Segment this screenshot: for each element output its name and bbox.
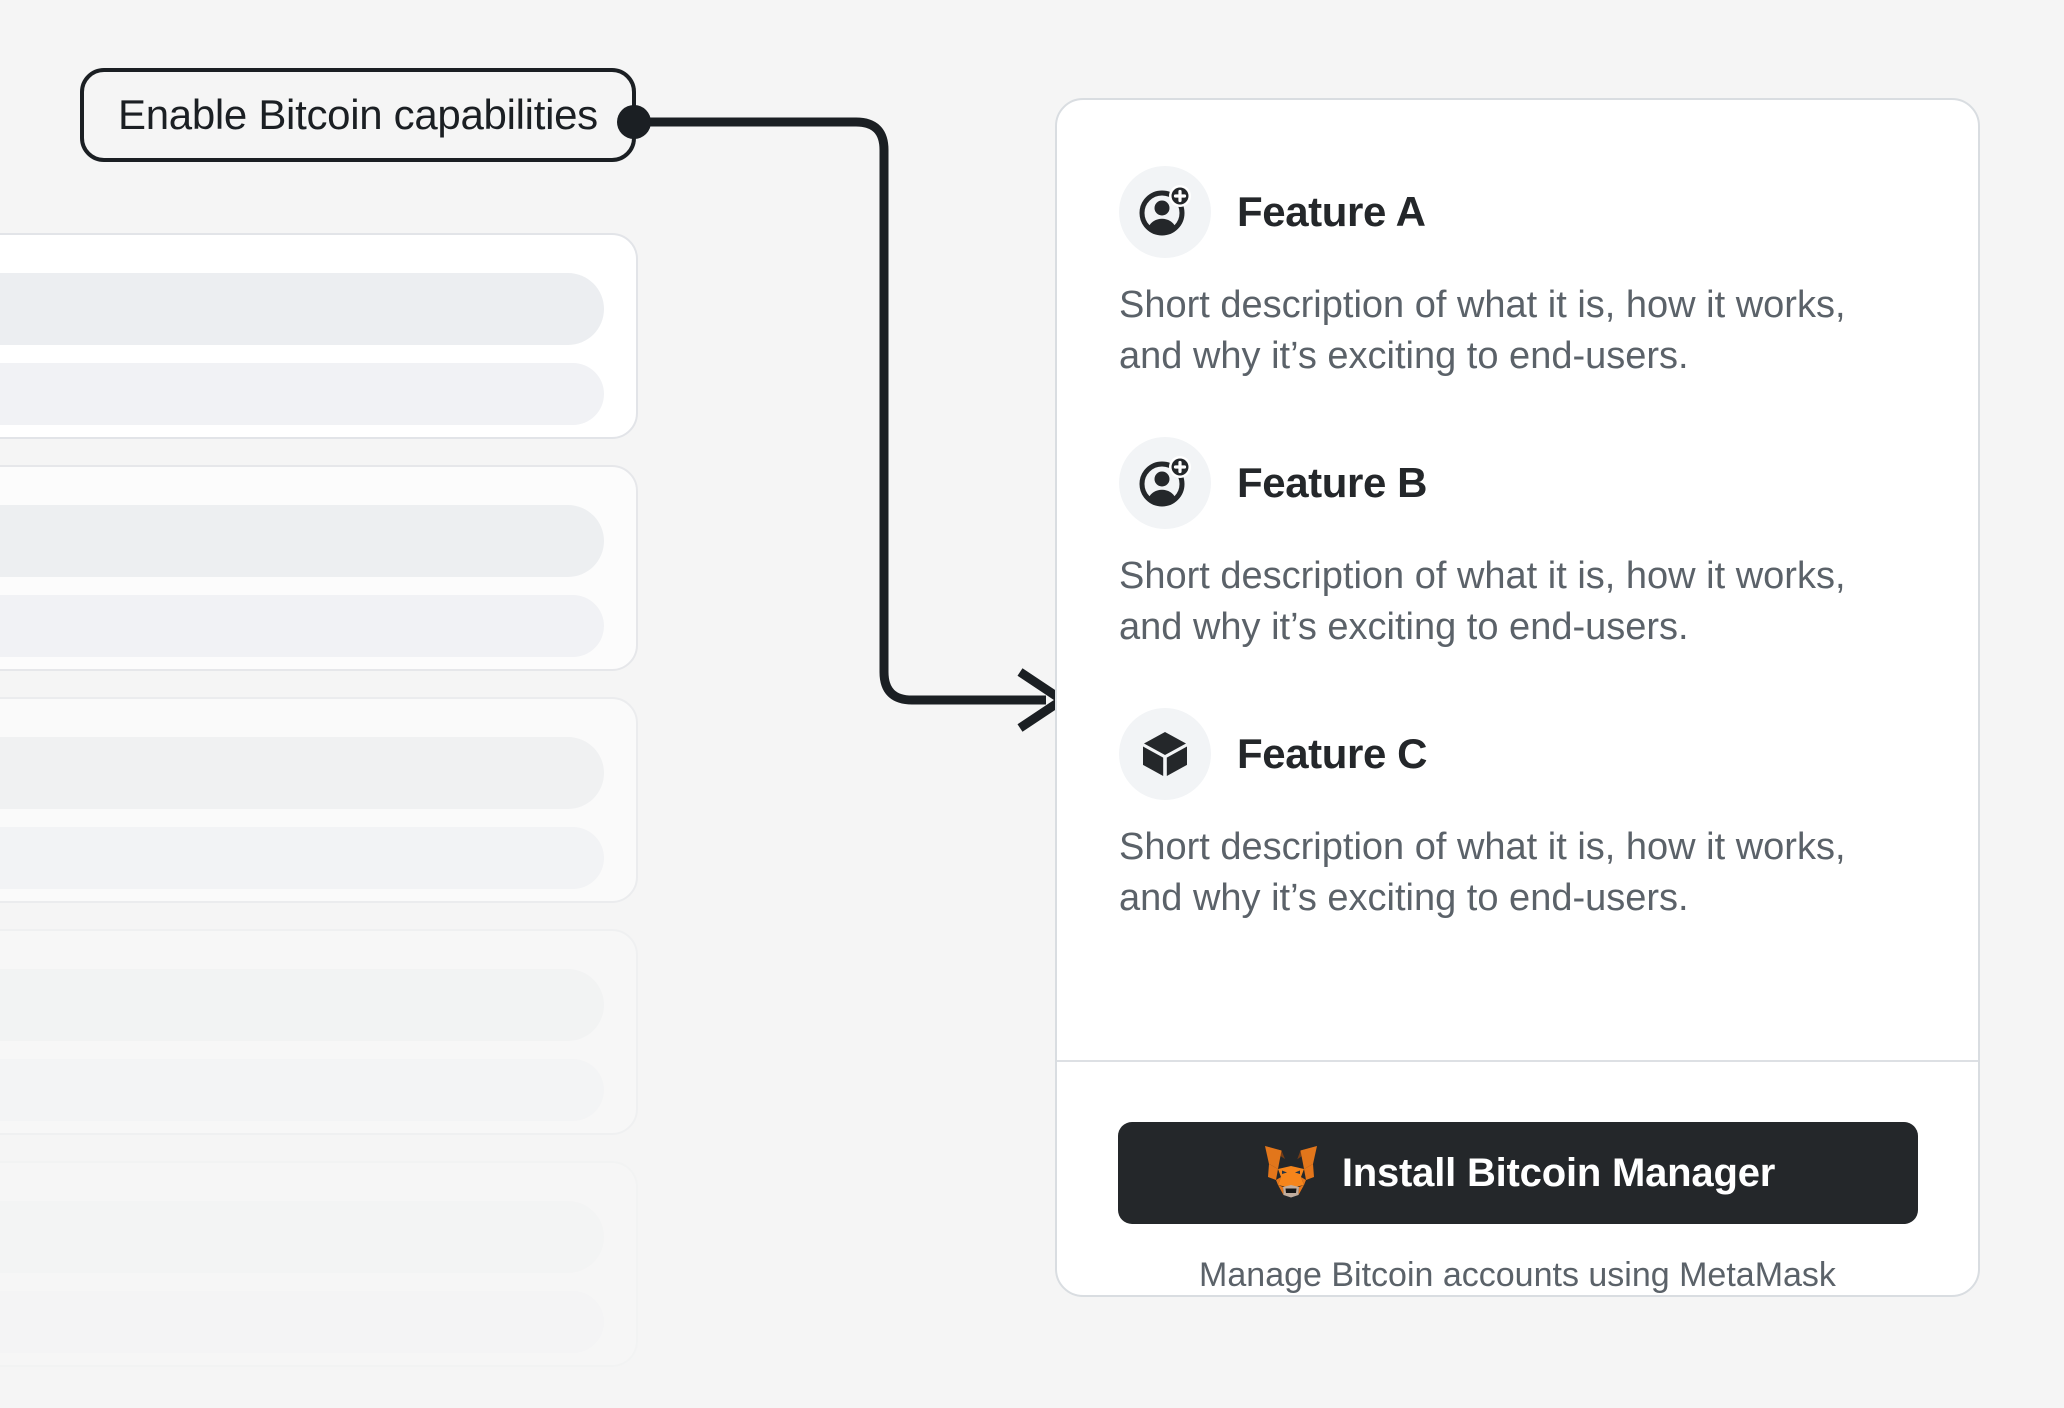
placeholder-bar [0,827,604,889]
feature-item: Feature C Short description of what it i… [1119,708,1916,923]
feature-item: Feature B Short description of what it i… [1119,437,1916,652]
placeholder-card [0,465,638,671]
footer-caption: Manage Bitcoin accounts using MetaMask [1199,1256,1836,1294]
feature-list: Feature A Short description of what it i… [1057,100,1978,998]
placeholder-card [0,233,638,439]
placeholder-card [0,929,638,1135]
placeholder-card [0,697,638,903]
feature-description: Short description of what it is, how it … [1119,284,1846,377]
card-footer: Install Bitcoin Manager Manage Bitcoin a… [1057,1062,1978,1295]
placeholder-bar [0,1059,604,1121]
card-divider [1057,1060,1978,1062]
user-plus-icon [1119,437,1211,530]
placeholder-bar [0,737,604,809]
metamask-fox-icon [1260,1144,1322,1202]
feature-title: Feature B [1237,459,1428,507]
background-placeholder-list [0,0,700,1408]
placeholder-bar [0,1291,604,1353]
placeholder-bar [0,969,604,1041]
placeholder-bar [0,363,604,425]
feature-description: Short description of what it is, how it … [1119,555,1846,648]
feature-header: Feature C [1119,708,1916,801]
feature-card: Feature A Short description of what it i… [1055,98,1980,1297]
feature-header: Feature B [1119,437,1916,530]
callout-label-text: Enable Bitcoin capabilities [118,91,598,138]
feature-header: Feature A [1119,166,1916,258]
user-plus-icon [1119,166,1211,258]
cube-icon [1119,708,1211,801]
install-button-label: Install Bitcoin Manager [1341,1150,1776,1195]
callout-label: Enable Bitcoin capabilities [80,68,636,162]
placeholder-bar [0,595,604,657]
feature-title: Feature A [1237,188,1426,235]
feature-title: Feature C [1237,730,1428,778]
placeholder-bar [0,273,604,345]
feature-item: Feature A Short description of what it i… [1119,166,1916,381]
connector-path [640,117,1046,705]
placeholder-bar [0,1201,604,1273]
placeholder-card [0,1161,638,1367]
install-bitcoin-manager-button[interactable]: Install Bitcoin Manager [1117,1122,1918,1224]
feature-description: Short description of what it is, how it … [1119,826,1846,919]
placeholder-bar [0,505,604,577]
